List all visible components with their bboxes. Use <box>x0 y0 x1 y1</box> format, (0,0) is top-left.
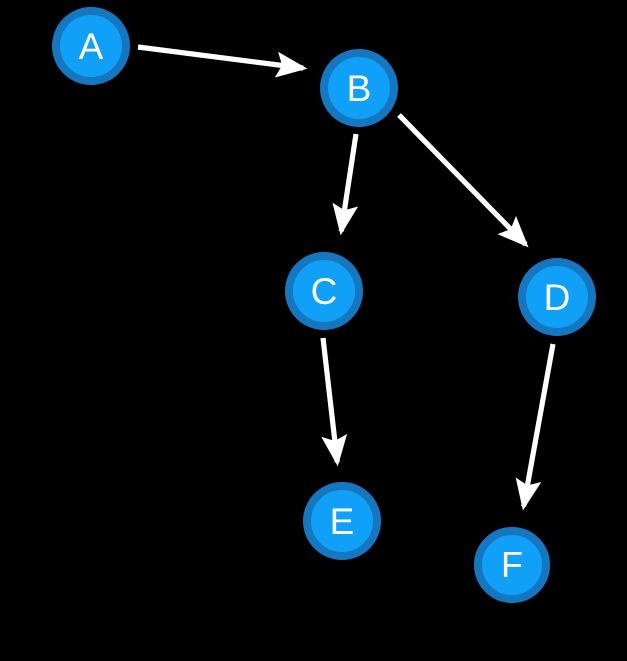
graph-edge-d-f[interactable] <box>515 343 556 511</box>
graph-node-label: F <box>501 544 523 585</box>
graph-node-label: D <box>543 276 571 318</box>
graph-node-c[interactable]: C <box>285 252 363 330</box>
graph-edge-c-e[interactable] <box>320 337 348 467</box>
graph-node-label: B <box>346 67 372 109</box>
edge-group <box>137 44 556 511</box>
graph-node-e[interactable]: E <box>303 482 381 560</box>
graph-node-d[interactable]: D <box>518 258 596 336</box>
graph-node-label: E <box>329 500 355 542</box>
graph-node-b[interactable]: B <box>320 49 398 127</box>
graph-node-label: C <box>310 270 338 312</box>
graph-edge-a-b[interactable] <box>137 44 308 78</box>
graph-edge-b-d[interactable] <box>397 113 529 248</box>
graph-edge-b-c[interactable] <box>332 133 359 236</box>
graph-node-f[interactable]: F <box>474 527 550 603</box>
graph-node-a[interactable]: A <box>52 7 130 85</box>
graph-node-label: A <box>78 25 104 67</box>
